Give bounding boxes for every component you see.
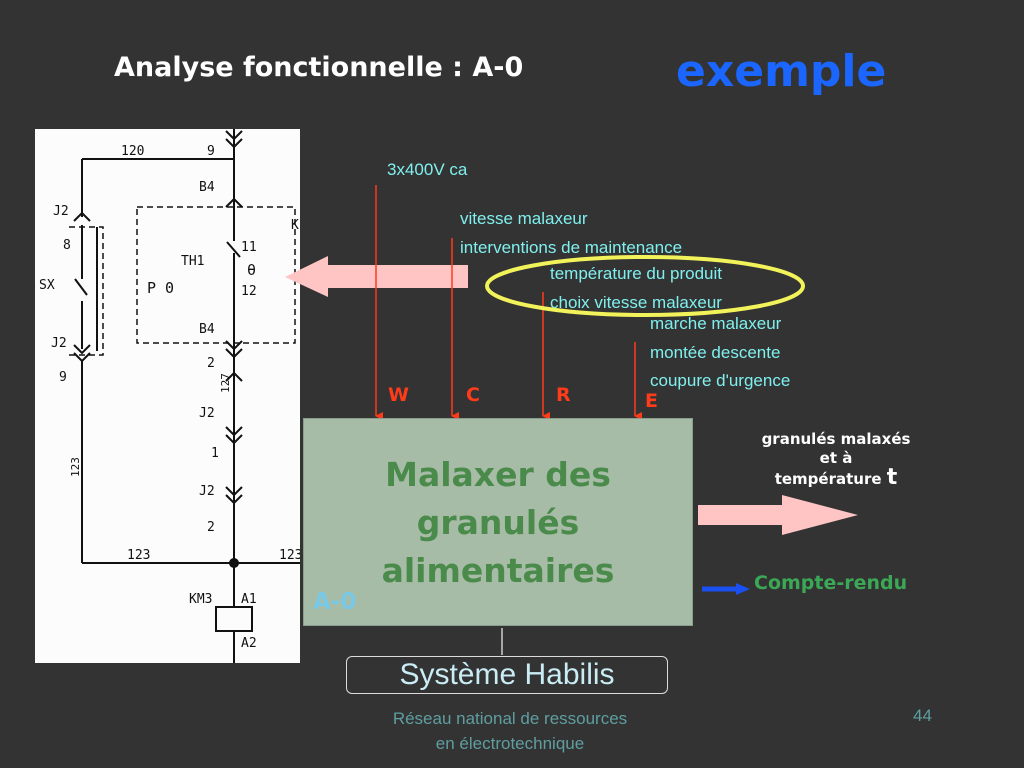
component-label: KM3 <box>189 592 212 607</box>
report-arrow-head <box>736 583 750 595</box>
function-label: Malaxer des granulés alimentaires <box>304 451 692 595</box>
wire-label: 9 <box>207 144 215 159</box>
function-label-line: alimentaires <box>381 551 615 590</box>
exploitation-input-label: marche malaxeur <box>650 314 782 333</box>
slide-title: Analyse fonctionnelle : A-0 <box>114 52 524 83</box>
output-label: granulés malaxés et à température t <box>740 430 932 489</box>
system-label: Système Habilis <box>346 656 668 694</box>
function-code: A-0 <box>313 589 357 615</box>
electrical-schematic: 120 9 B4 K J2 8 TH1 P 0 11 θ 12 SX B4 J2… <box>35 129 302 663</box>
energy-input-label: 3x400V ca <box>387 160 468 179</box>
letter-c: C <box>466 384 480 406</box>
component-label: P 0 <box>147 279 174 297</box>
wire-label: 1 <box>211 446 219 461</box>
config-input-label: interventions de maintenance <box>460 238 683 257</box>
slide-subtitle: exemple <box>676 46 887 97</box>
regulation-input-label: température du produit <box>550 264 722 283</box>
footer: Réseau national de ressources en électro… <box>360 706 660 756</box>
letter-w: W <box>388 384 409 406</box>
component-label: θ <box>247 261 256 279</box>
footer-line: en électrotechnique <box>435 734 585 753</box>
config-input-label: vitesse malaxeur <box>460 209 588 228</box>
wire-label: 2 <box>207 356 215 371</box>
regulation-input-label: choix vitesse malaxeur <box>550 293 722 312</box>
wire-label: 123 <box>69 457 82 477</box>
output-label-text: température <box>774 470 882 488</box>
wire-label: 127 <box>219 373 232 393</box>
wire-label: 11 <box>241 240 257 255</box>
connector-label: J2 <box>51 336 67 351</box>
page-number: 44 <box>913 706 932 725</box>
footer-line: Réseau national de ressources <box>392 709 628 728</box>
output-arrow <box>698 495 858 535</box>
exploitation-input-label: coupure d'urgence <box>650 371 791 390</box>
report-label: Compte-rendu <box>754 572 908 594</box>
terminal-label: A1 <box>241 592 257 607</box>
wire-label: 2 <box>207 520 215 535</box>
wire-label: 123 <box>127 548 150 563</box>
wire-label: 8 <box>63 238 71 253</box>
connector-label: J2 <box>199 406 215 421</box>
terminal-label: A2 <box>241 636 257 651</box>
wire-label: 9 <box>59 370 67 385</box>
function-box: Malaxer des granulés alimentaires A-0 <box>303 418 693 626</box>
exploitation-input-label: montée descente <box>650 343 781 362</box>
component-label: TH1 <box>181 254 204 269</box>
temperature-symbol: t <box>886 465 898 490</box>
function-label-line: Malaxer des <box>385 455 611 494</box>
function-label-line: granulés <box>416 503 580 542</box>
output-label-line: granulés malaxés <box>761 430 911 448</box>
wire-label: 120 <box>121 144 144 159</box>
connector-label: J2 <box>199 484 215 499</box>
connector-label: B4 <box>199 322 215 337</box>
output-label-line: température t <box>740 465 932 490</box>
wire-label: 12 <box>241 284 257 299</box>
output-label-line: et à <box>819 449 853 467</box>
connector-label: B4 <box>199 180 215 195</box>
component-label: SX <box>39 278 55 293</box>
connector-label: J2 <box>53 204 69 219</box>
connector-label: K <box>291 218 299 233</box>
letter-r: R <box>556 384 571 406</box>
letter-e: E <box>645 390 658 412</box>
wire-label: 123 <box>279 548 300 563</box>
